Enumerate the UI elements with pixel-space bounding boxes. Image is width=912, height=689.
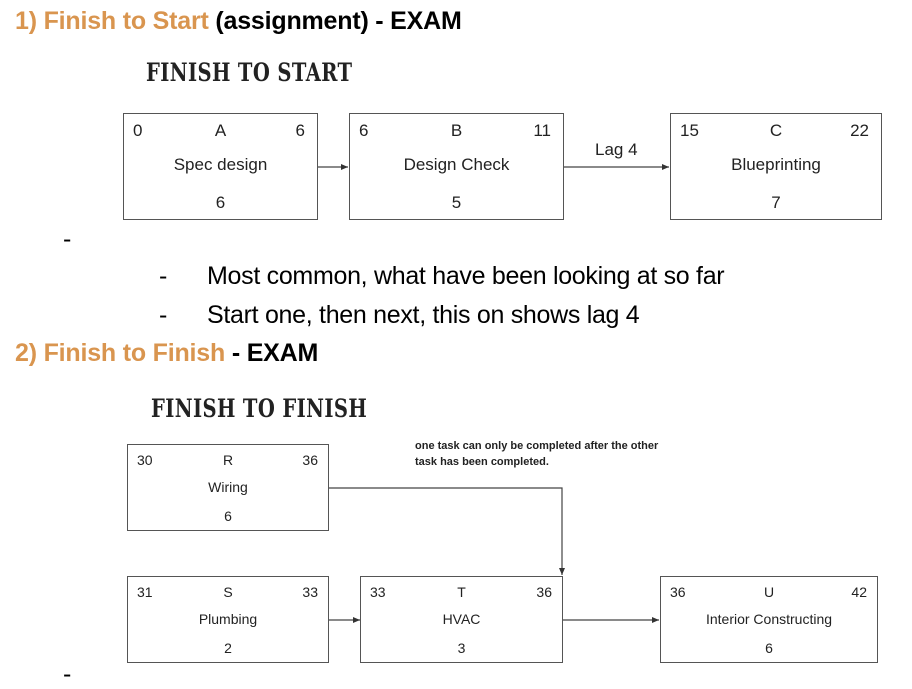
section1-heading: 1) Finish to Start (assignment) - EXAM bbox=[15, 7, 462, 36]
node-early-start: 6 bbox=[359, 121, 369, 140]
node-u: 36 U 42 Interior Constructing 6 bbox=[660, 576, 878, 663]
node-name: HVAC bbox=[442, 611, 481, 627]
node-early-start: 31 bbox=[137, 584, 153, 600]
node-early-start: 36 bbox=[670, 584, 686, 600]
node-early-start: 30 bbox=[137, 452, 153, 468]
bullet-text: Start one, then next, this on shows lag … bbox=[207, 301, 640, 329]
node-early-finish: 11 bbox=[533, 121, 551, 140]
arrow-r-to-t bbox=[328, 487, 565, 575]
node-duration: 3 bbox=[457, 640, 466, 656]
node-id: T bbox=[457, 584, 466, 600]
node-duration: 2 bbox=[224, 640, 232, 656]
section1-heading-colored: 1) Finish to Start bbox=[15, 7, 209, 35]
node-duration: 6 bbox=[765, 640, 773, 656]
finish-to-finish-diagram-title: FINISH TO FINISH bbox=[151, 394, 368, 423]
node-duration: 5 bbox=[451, 193, 462, 212]
node-early-start: 33 bbox=[370, 584, 386, 600]
node-id: S bbox=[223, 584, 233, 600]
node-early-finish: 36 bbox=[536, 584, 552, 600]
node-id: R bbox=[222, 452, 234, 468]
node-b: 6 B 11 Design Check 5 bbox=[349, 113, 564, 220]
node-t: 33 T 36 HVAC 3 bbox=[360, 576, 563, 663]
node-early-finish: 42 bbox=[851, 584, 867, 600]
section2-heading: 2) Finish to Finish - EXAM bbox=[15, 339, 318, 368]
node-duration: 6 bbox=[224, 508, 232, 524]
node-name: Interior Constructing bbox=[705, 611, 833, 627]
node-duration: 6 bbox=[215, 193, 226, 212]
node-early-finish: 33 bbox=[302, 584, 318, 600]
node-early-finish: 22 bbox=[850, 121, 869, 140]
node-r: 30 R 36 Wiring 6 bbox=[127, 444, 329, 531]
node-name: Wiring bbox=[208, 479, 248, 495]
node-a: 0 A 6 Spec design 6 bbox=[123, 113, 318, 220]
node-name: Design Check bbox=[403, 155, 510, 174]
node-id: U bbox=[763, 584, 775, 600]
node-early-start: 0 bbox=[133, 121, 143, 140]
empty-bullet: - bbox=[63, 225, 72, 253]
empty-bullet: - bbox=[63, 660, 72, 688]
node-id: A bbox=[214, 121, 227, 140]
node-s: 31 S 33 Plumbing 2 bbox=[127, 576, 329, 663]
node-name: Spec design bbox=[173, 155, 268, 174]
section2-heading-rest: - EXAM bbox=[225, 339, 319, 367]
node-early-start: 15 bbox=[680, 121, 699, 140]
node-duration: 7 bbox=[771, 193, 781, 212]
finish-to-finish-note: one task can only be completed after the… bbox=[415, 438, 658, 470]
bullet-text: Most common, what have been looking at s… bbox=[207, 262, 725, 290]
node-c: 15 C 22 Blueprinting 7 bbox=[670, 113, 882, 220]
note-line: task has been completed. bbox=[415, 456, 549, 468]
bullet-dash: - bbox=[159, 262, 168, 290]
section1-heading-rest: (assignment) - EXAM bbox=[208, 7, 462, 35]
finish-to-start-diagram-title: FINISH TO START bbox=[146, 58, 353, 87]
lag-label: Lag 4 bbox=[595, 140, 638, 159]
node-early-finish: 6 bbox=[295, 121, 305, 140]
node-name: Plumbing bbox=[198, 611, 258, 627]
node-id: B bbox=[450, 121, 463, 140]
node-early-finish: 36 bbox=[302, 452, 318, 468]
node-name: Blueprinting bbox=[731, 155, 821, 174]
bullet-dash: - bbox=[159, 301, 168, 329]
node-id: C bbox=[769, 121, 783, 140]
note-line: one task can only be completed after the… bbox=[415, 440, 659, 452]
section2-heading-colored: 2) Finish to Finish bbox=[15, 339, 226, 367]
